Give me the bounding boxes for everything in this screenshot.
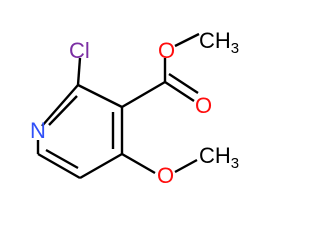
bond-carbonyl-o-double-b <box>168 72 199 95</box>
substituent-bonds <box>76 32 200 175</box>
chlorine-label: Cl <box>69 38 90 63</box>
bond-carbonyl-o-double-a <box>164 80 195 103</box>
molecule-structure: CH3 O O Cl N O CH3 <box>30 28 239 188</box>
methyl-methoxy-text: CH <box>199 143 231 168</box>
methyl-methoxy-subscript: 3 <box>231 155 239 172</box>
ester-oxygen-label: O <box>158 38 175 63</box>
pyridine-ring <box>36 83 124 180</box>
bond-methoxy-o-methyl <box>174 158 198 174</box>
methyl-ester-text: CH <box>199 28 231 53</box>
bond-ester-o-methyl <box>174 32 200 48</box>
carbonyl-oxygen-label: O <box>195 93 212 118</box>
nitrogen-label: N <box>30 118 46 143</box>
methoxy-oxygen-label: O <box>157 163 174 188</box>
methyl-ester-label: CH3 <box>199 28 239 57</box>
bond-c2-c3 <box>77 83 123 109</box>
bond-c2-n-inner <box>48 95 78 126</box>
bond-c2-cl <box>76 57 82 86</box>
bond-c4-methoxy-o <box>121 152 156 175</box>
bond-c5-c6 <box>37 152 81 180</box>
bond-c5-c6-inner <box>45 148 79 170</box>
bond-c3-carbonyl <box>121 80 166 109</box>
bond-c4-c5 <box>79 152 123 180</box>
methyl-methoxy-label: CH3 <box>199 143 239 172</box>
bond-n-c2 <box>41 84 79 127</box>
atom-labels: CH3 O O Cl N O CH3 <box>30 28 239 188</box>
methyl-ester-subscript: 3 <box>231 40 239 57</box>
